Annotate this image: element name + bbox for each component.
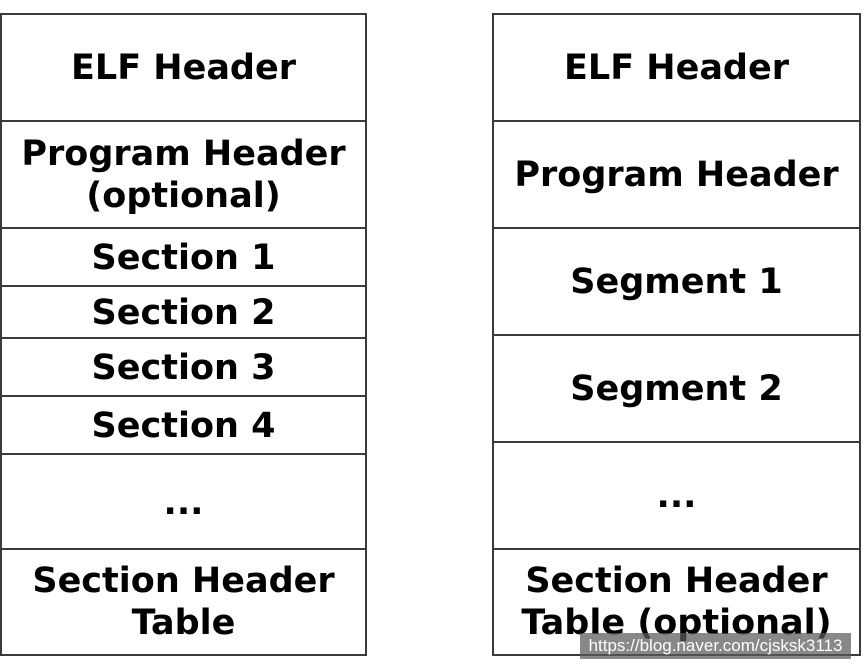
section-4-block: Section 4 <box>2 395 365 454</box>
elf-header-block: ELF Header <box>494 13 859 121</box>
program-header-optional-block: Program Header (optional) <box>2 120 365 228</box>
program-header-block: Program Header <box>494 120 859 228</box>
section-header-table-block: Section Header Table <box>2 548 365 656</box>
elf-execution-view-column: ELF Header Program Header Segment 1 Segm… <box>492 13 861 656</box>
ellipsis-block: ... <box>494 441 859 549</box>
watermark-url: https://blog.naver.com/cjsksk3113 <box>580 633 851 659</box>
segment-1-block: Segment 1 <box>494 227 859 335</box>
elf-header-block: ELF Header <box>2 13 365 121</box>
elf-linking-view-column: ELF Header Program Header (optional) Sec… <box>0 13 367 656</box>
ellipsis-block: ... <box>2 453 365 550</box>
section-3-block: Section 3 <box>2 337 365 396</box>
section-1-block: Section 1 <box>2 227 365 286</box>
section-2-block: Section 2 <box>2 285 365 338</box>
segment-2-block: Segment 2 <box>494 334 859 442</box>
